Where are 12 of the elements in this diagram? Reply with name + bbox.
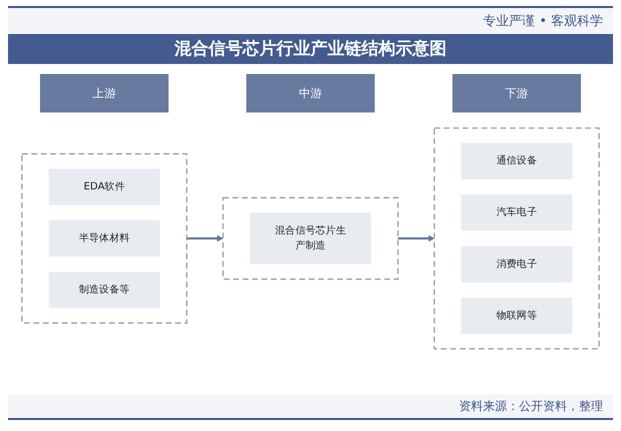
arrow <box>398 235 435 242</box>
node-box: 中游 <box>246 74 375 112</box>
source-note: 资料来源：公开资料，整理 <box>459 398 603 415</box>
cluster <box>222 197 399 280</box>
chart-title: 混合信号芯片行业产业链结构示意图 <box>8 34 613 64</box>
arrow <box>186 235 224 242</box>
cluster <box>21 153 188 324</box>
node-box: 物联网等 <box>461 298 572 334</box>
node-box: 上游 <box>40 74 169 112</box>
cluster <box>434 127 600 350</box>
node-box: 下游 <box>452 74 581 112</box>
slogan-text: 专业严谨 • 客观科学 <box>483 13 603 30</box>
